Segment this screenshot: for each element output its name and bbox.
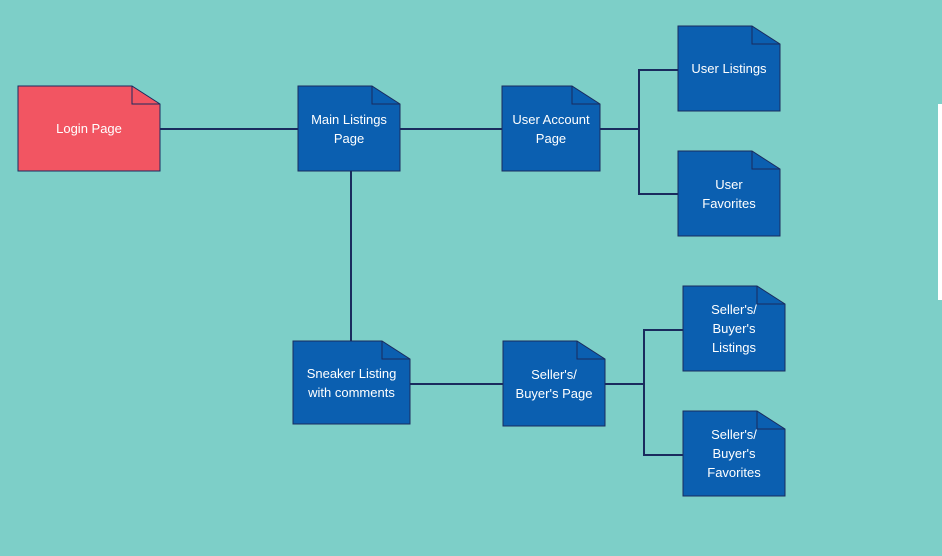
node-fold-login (131, 86, 160, 105)
node-fold-sneaker (381, 341, 410, 360)
node-user-listings[interactable] (677, 25, 781, 112)
node-fold-main (371, 86, 400, 105)
connector-seller_page-to-seller_listings (605, 329, 683, 385)
node-seller-favorites[interactable] (682, 410, 786, 497)
node-fold-user-listings (751, 26, 780, 45)
node-fold-seller-favorites (756, 411, 785, 430)
node-user-favorites[interactable] (677, 150, 781, 237)
connector-account-to-user_favorites (600, 128, 678, 195)
node-fold-seller-page (576, 341, 605, 360)
node-fold-seller-listings (756, 286, 785, 305)
node-seller-listings[interactable] (682, 285, 786, 372)
node-shapes (17, 25, 786, 497)
node-fold-account (571, 86, 600, 105)
node-login[interactable] (17, 85, 161, 172)
node-fold-user-favorites (751, 151, 780, 170)
node-sneaker[interactable] (292, 340, 411, 425)
page-edge-strip (938, 104, 942, 300)
connector-account-to-user_listings (600, 69, 678, 130)
node-account[interactable] (501, 85, 601, 172)
node-main[interactable] (297, 85, 401, 172)
connector-lines (160, 69, 683, 456)
node-seller-page[interactable] (502, 340, 606, 427)
connector-seller_page-to-seller_favorites (605, 383, 683, 456)
